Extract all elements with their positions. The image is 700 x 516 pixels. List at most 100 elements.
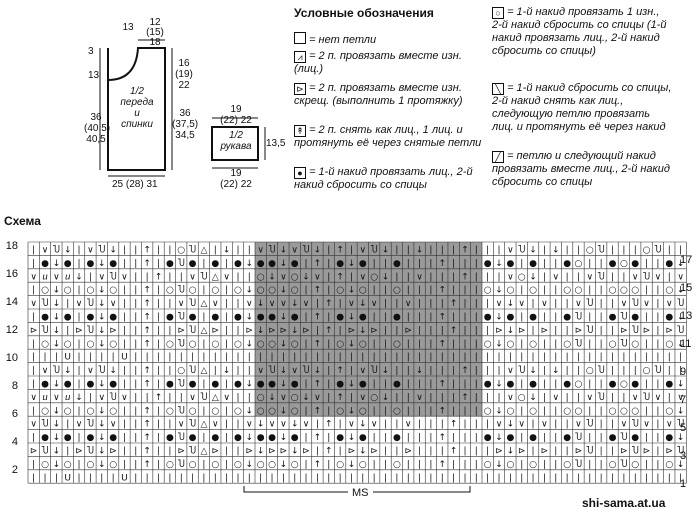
stitch-symbol: ↓	[109, 245, 117, 255]
stitch-symbol: |	[475, 299, 478, 309]
stitch-symbol: |	[645, 259, 648, 269]
stitch-symbol: ○	[665, 460, 673, 470]
stitch-symbol: Ⴎ	[98, 244, 105, 255]
stitch-symbol: ∨	[121, 393, 128, 403]
stitch-symbol: ∨	[178, 299, 185, 309]
stitch-symbol: ●	[609, 312, 617, 322]
stitch-symbol: ●	[64, 259, 72, 269]
row-number-6: 6	[11, 408, 18, 420]
stitch-symbol: |	[611, 272, 614, 282]
stitch-symbol: |	[463, 379, 466, 389]
stitch-symbol: |	[679, 353, 682, 363]
stitch-symbol: ○	[211, 286, 219, 296]
stitch-symbol: Ⴎ	[575, 432, 582, 443]
stitch-symbol: |	[463, 473, 466, 483]
dimension-lines	[99, 39, 266, 177]
stitch-symbol: |	[543, 379, 546, 389]
stitch-symbol: ●	[506, 379, 514, 389]
stitch-symbol: ○	[166, 460, 174, 470]
stitch-symbol: |	[305, 433, 308, 443]
stitch-symbol: |	[407, 433, 410, 443]
stitch-symbol: Ⴎ	[598, 271, 605, 282]
stitch-symbol: |	[656, 446, 659, 456]
stitch-symbol: |	[486, 366, 489, 376]
stitch-symbol: |	[463, 460, 466, 470]
stitch-symbol: ↑	[439, 433, 447, 443]
stitch-symbol: ↑	[450, 420, 458, 430]
stitch-symbol: ○	[234, 406, 242, 416]
stitch-symbol: |	[520, 473, 523, 483]
front-bottom-value: 25 (28) 31	[112, 179, 158, 190]
row-number-18: 18	[5, 240, 18, 252]
stitch-symbol: ∨	[280, 272, 287, 282]
stitch-symbol: ↓	[302, 393, 310, 403]
stitch-symbol: Ⴎ	[620, 459, 627, 470]
stitch-symbol: |	[498, 353, 501, 363]
stitch-symbol: ↓	[677, 259, 685, 269]
stitch-symbol: |	[679, 366, 682, 376]
stitch-symbol: ⊳	[666, 446, 674, 456]
front-title-line-2: переда	[120, 97, 154, 108]
stitch-symbol: ○	[257, 460, 265, 470]
stitch-symbol: ●	[166, 259, 174, 269]
stitch-symbol: |	[543, 272, 546, 282]
stitch-symbol: |	[463, 420, 466, 430]
front-left-value-1: 3	[88, 46, 94, 57]
stitch-symbol: ○	[575, 286, 583, 296]
stitch-symbol: |	[339, 473, 342, 483]
stitch-symbol: ∨	[257, 366, 264, 376]
stitch-symbol: ⊳	[620, 326, 628, 336]
stitch-symbol: ∨	[98, 272, 105, 282]
stitch-symbol: ↑	[439, 406, 447, 416]
stitch-symbol: |	[622, 353, 625, 363]
stitch-symbol: ↓	[495, 433, 503, 443]
stitch-symbol: |	[202, 353, 205, 363]
stitch-symbol: Ⴎ	[654, 244, 661, 255]
stitch-symbol: ○	[336, 460, 344, 470]
stitch-symbol: |	[157, 326, 160, 336]
stitch-symbol: ⊳	[643, 446, 651, 456]
stitch-symbol: |	[588, 286, 591, 296]
stitch-symbol: ●	[109, 312, 117, 322]
stitch-symbol: Ⴎ	[87, 325, 94, 336]
stitch-symbol: |	[248, 393, 251, 403]
stitch-symbol: |	[463, 406, 466, 416]
stitch-symbol: |	[645, 286, 648, 296]
legend-item-5-text: = 1-й накид провязать лиц., 2-й накид сб…	[294, 166, 473, 191]
stitch-symbol: ○	[665, 339, 673, 349]
stitch-symbol: ∨	[87, 245, 94, 255]
stitch-symbol: |	[600, 299, 603, 309]
stitch-symbol: |	[520, 259, 523, 269]
stitch-symbol: |	[418, 326, 421, 336]
stitch-symbol: |	[236, 272, 239, 282]
row-number-1: 1	[680, 478, 687, 490]
stitch-symbol: Ⴎ	[189, 365, 196, 376]
stitch-symbol: ∨	[507, 393, 514, 403]
stitch-symbol: |	[679, 473, 682, 483]
stitch-symbol: |	[373, 379, 376, 389]
front-top-right-values: 12 (15) 18	[144, 18, 166, 48]
stitch-symbol: |	[611, 299, 614, 309]
stitch-symbol: ○	[359, 460, 367, 470]
stitch-symbol: ∨	[53, 393, 60, 403]
stitch-symbol: ●	[166, 433, 174, 443]
stitch-symbol: ●	[86, 433, 94, 443]
stitch-symbol: |	[157, 460, 160, 470]
stitch-symbol: ↓	[98, 446, 106, 456]
stitch-symbol: U	[121, 353, 128, 363]
stitch-symbol: |	[395, 326, 398, 336]
stitch-symbol: ●	[41, 433, 49, 443]
stitch-symbol: |	[225, 446, 228, 456]
stitch-symbol: Ⴎ	[586, 298, 593, 309]
stitch-symbol: ↓	[280, 286, 288, 296]
stitch-symbol: |	[543, 393, 546, 403]
stitch-symbol: ↓	[53, 259, 61, 269]
stitch-symbol: |	[282, 353, 285, 363]
stitch-symbol: Ⴎ	[632, 445, 639, 456]
stitch-symbol: ●	[529, 259, 537, 269]
stitch-symbol: |	[486, 272, 489, 282]
stitch-symbol: ∨	[621, 420, 628, 430]
stitch-symbol: |	[225, 299, 228, 309]
stitch-symbol: ⊳	[30, 446, 38, 456]
stitch-symbol: |	[656, 286, 659, 296]
